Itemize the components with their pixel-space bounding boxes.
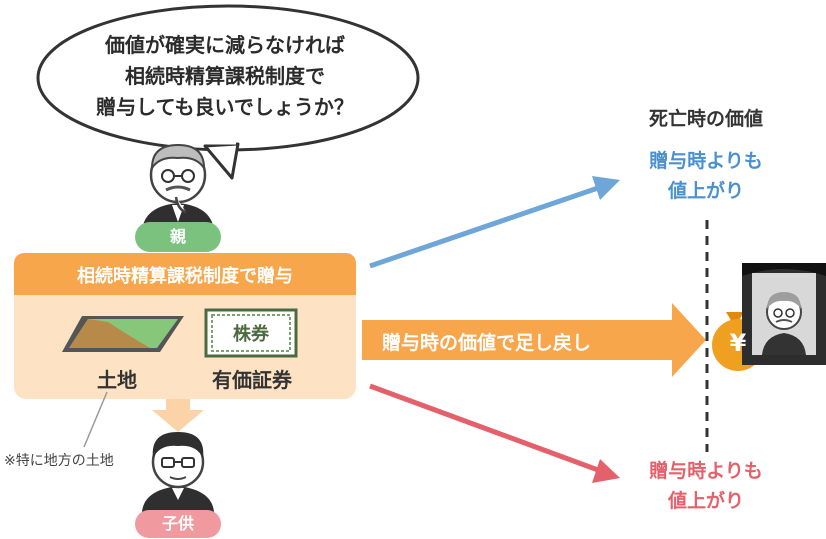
securities-label: 有価証券 (212, 368, 292, 392)
value-up-line-1: 贈与時よりも (649, 150, 763, 172)
stock-certificate-icon (204, 308, 298, 358)
add-back-arrow-text: 贈与時の価値で足し戻し (382, 332, 592, 354)
speech-line-2: 相続時精算課税制度で (125, 64, 325, 88)
add-back-arrow (362, 303, 706, 377)
value-down-arrow (369, 383, 620, 483)
speech-bubble (36, 4, 420, 180)
child-label: 子供 (135, 510, 221, 538)
speech-line-1: 価値が確実に減らなければ (105, 33, 345, 57)
down-arrow (152, 399, 204, 432)
parent-avatar-icon (142, 143, 214, 230)
stock-certificate-text: 株券 (233, 324, 269, 345)
parent-label: 親 (135, 222, 221, 252)
yen-symbol: ¥ (729, 329, 747, 357)
value-down-text: 贈与時よりも 値上がり (628, 456, 784, 516)
value-up-line-2: 値上がり (667, 180, 744, 202)
value-up-text: 贈与時よりも 値上がり (628, 146, 784, 206)
note-connector-line (83, 391, 108, 448)
death-value-header: 死亡時の価値 (648, 108, 763, 130)
value-down-line-2: 値上がり (667, 490, 744, 512)
value-down-line-1: 贈与時よりも (649, 460, 763, 482)
regional-land-note: ※特に地方の土地 (4, 453, 114, 469)
memorial-portrait-icon (742, 263, 826, 365)
value-up-arrow (369, 176, 620, 269)
gift-box-title: 相続時精算課税制度で贈与 (77, 266, 293, 287)
child-avatar-icon (142, 432, 214, 512)
gift-box (14, 253, 356, 399)
speech-line-3: 贈与しても良いでしょうか？ (96, 95, 354, 119)
speech-bubble-text: 価値が確実に減らなければ 相続時精算課税制度で 贈与しても良いでしょうか？ (60, 30, 390, 123)
land-icon (62, 316, 184, 352)
land-label: 土地 (97, 368, 137, 392)
